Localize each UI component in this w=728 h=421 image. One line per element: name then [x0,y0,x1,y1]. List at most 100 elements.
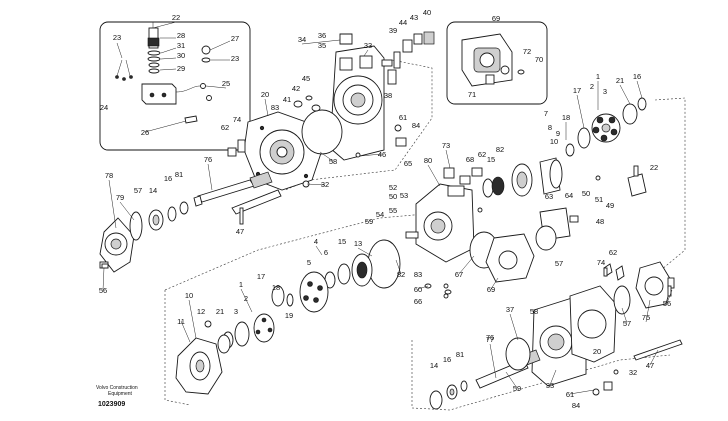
part-label: 36 [318,31,326,40]
part-label: 44 [399,18,407,27]
middle-pump-group [222,231,452,349]
part-label: 10 [550,137,558,146]
leader-line [160,57,177,60]
part-label: 13 [354,239,362,248]
part-label: 35 [318,41,326,50]
part-label: 15 [487,155,495,164]
leader-line [509,313,519,341]
part-label: 12 [197,307,205,316]
leader-line [306,183,326,186]
part-label: 21 [616,76,624,85]
part-label: 39 [389,26,397,35]
part-label: 57 [134,186,142,195]
part-label: 64 [565,191,573,200]
part-label: 76 [204,155,212,164]
leader-line [108,179,117,229]
flange-group [243,95,343,191]
part-label: 58 [530,307,538,316]
part-label: 4 [314,237,318,246]
part-label: 77 [486,335,494,344]
drawing-number: 1023909 [98,401,125,408]
part-label: 46 [378,150,386,159]
upper-shaft-group [193,139,310,215]
lower-left-outline [164,290,191,406]
lower-swash-group [175,320,231,395]
leader-line [102,267,105,291]
part-label: 66 [414,297,422,306]
cylinder-block-right-group [577,97,647,197]
part-label: 41 [283,95,291,104]
leader-lines [102,21,673,395]
leader-line [363,49,369,57]
part-label: 52 [389,183,397,192]
part-label: 14 [430,361,438,370]
part-label: 29 [177,64,185,73]
lower-housing-group [531,261,683,396]
part-label: 27 [231,34,239,43]
leader-line [619,84,631,105]
part-label: 83 [414,270,422,279]
inset-box-solenoid [99,21,251,151]
leader-line [301,39,341,45]
leader-line [240,288,253,313]
leader-line [116,42,123,59]
part-label: 5 [307,258,311,267]
center-block-group [415,143,575,263]
part-label: 61 [399,113,407,122]
part-label: 72 [523,47,531,56]
part-label: 3 [234,307,238,316]
leader-line [207,163,213,191]
part-label: 61 [566,390,574,399]
lower-shaft-group [429,337,541,410]
leader-line [649,349,659,366]
leader-line [458,255,475,275]
part-label: 14 [149,186,157,195]
leader-line [205,85,227,89]
leader-line [209,40,231,51]
part-label: 62 [221,123,229,132]
part-label: 74 [597,258,605,267]
part-label: 7 [544,109,548,118]
leader-line [621,307,628,324]
part-label: 70 [535,55,543,64]
brand-note-line1: Volvo Construction [96,385,138,391]
fasteners-group [101,175,672,299]
part-label: 9 [556,129,560,138]
part-label: 49 [606,201,614,210]
part-label: 24 [100,103,108,112]
part-label: 28 [177,31,185,40]
part-label: 79 [116,193,124,202]
part-label: 69 [487,285,495,294]
part-label: 32 [321,180,329,189]
part-label: 38 [384,91,392,100]
solenoid-valve-group [115,22,212,124]
part-label: 84 [412,121,420,130]
part-label: 81 [175,170,183,179]
part-label: 80 [424,156,432,165]
part-label: 31 [177,41,185,50]
part-label: 32 [629,368,637,377]
part-label: 47 [236,227,244,236]
part-label: 22 [650,163,658,172]
part-label: 11 [177,317,185,326]
part-label: 33 [546,381,554,390]
part-label: 22 [172,13,180,22]
leader-line [359,153,383,157]
part-label: 2 [590,82,594,91]
part-label: 65 [404,159,412,168]
leader-line [159,68,177,71]
leader-line [180,320,191,343]
part-label: 82 [496,145,504,154]
part-label: 6 [324,248,328,257]
part-label: 78 [105,171,113,180]
part-label: 67 [455,270,463,279]
part-label: 58 [329,157,337,166]
part-label: 76 [486,333,494,342]
part-label: 57 [555,259,563,268]
part-label: 30 [177,51,185,60]
part-label: 16 [633,72,641,81]
part-label: 71 [468,90,476,99]
part-label: 1 [596,72,600,81]
